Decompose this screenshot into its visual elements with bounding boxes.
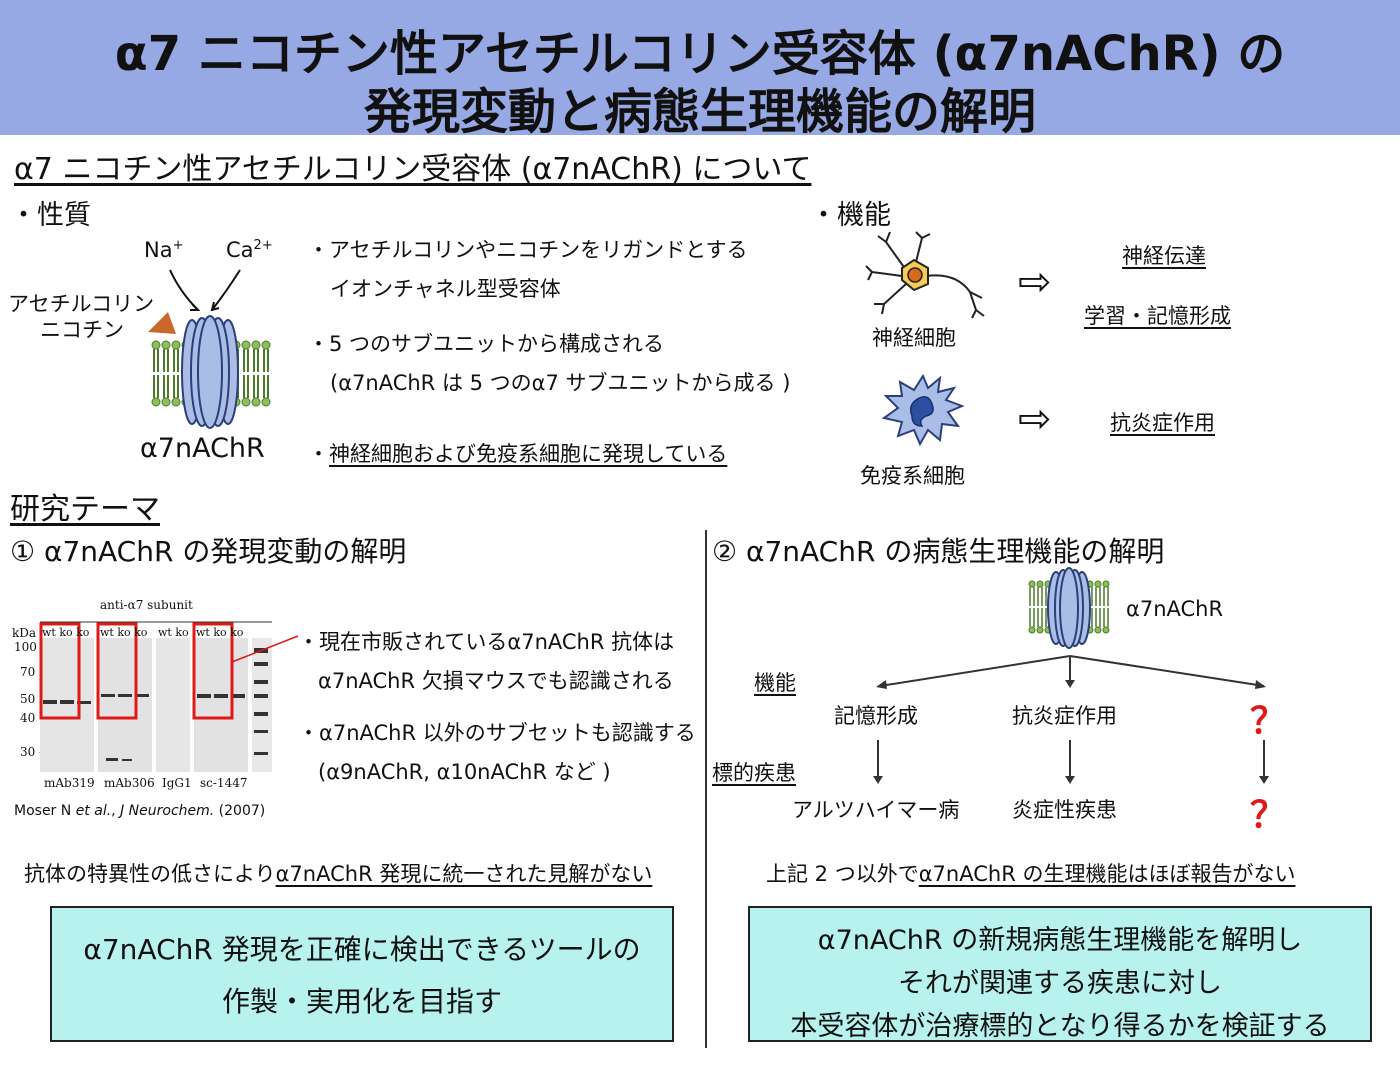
theme2-goal-line-2: それが関連する疾患に対し bbox=[898, 968, 1222, 999]
property-bullet-1-line-1: ・アセチルコリンやニコチンをリガンドとする bbox=[308, 238, 748, 262]
blot-antibody-sc1447: sc-1447 bbox=[200, 776, 248, 790]
ligand-acetylcholine-label: アセチルコリン bbox=[8, 292, 155, 316]
theme1-bullet-2-line-2: (α9nAChR, α10nAChR など ) bbox=[318, 760, 611, 784]
blot-marker-30: 30 - bbox=[20, 745, 44, 759]
theme1-bullet-2-line-1: ・α7nAChR 以外のサブセットも認識する bbox=[298, 721, 696, 745]
immune-cell-icon bbox=[881, 373, 965, 447]
title-line-2: 発現変動と病態生理機能の解明 bbox=[363, 84, 1036, 140]
neuron-label: 神経細胞 bbox=[872, 326, 956, 350]
theme2-function-anti-inflammatory: 抗炎症作用 bbox=[1012, 704, 1117, 728]
theme1-goal-line-1: α7nAChR 発現を正確に検出できるツールの bbox=[83, 933, 641, 966]
function-label: ・機能 bbox=[810, 200, 891, 231]
neuron-icon bbox=[865, 231, 985, 319]
receptor-membrane-diagram bbox=[148, 269, 271, 429]
theme2-disease-row-label: 標的疾患 bbox=[712, 761, 796, 785]
theme2-function-memory: 記憶形成 bbox=[834, 704, 918, 728]
title-banner: α7 ニコチン性アセチルコリン受容体 (α7nAChR) の 発現変動と病態生理… bbox=[0, 0, 1400, 140]
theme2-title: ② α7nAChR の病態生理機能の解明 bbox=[712, 535, 1165, 568]
theme1-bullet-1-line-1: ・現在市販されているα7nAChR 抗体は bbox=[298, 630, 675, 654]
about-heading: α7 ニコチン性アセチルコリン受容体 (α7nAChR) について bbox=[14, 152, 812, 187]
column-divider bbox=[705, 530, 707, 1048]
blot-lane-labels-mab306: wt ko ko bbox=[100, 626, 148, 639]
blot-lane-labels-igg1: wt ko bbox=[158, 626, 189, 639]
theme2-function-row-label: 機能 bbox=[754, 671, 796, 695]
receptor-label: α7nAChR bbox=[140, 433, 265, 464]
theme1-goal-line-2: 作製・実用化を目指す bbox=[221, 985, 502, 1018]
theme2-function-unknown: ？ bbox=[1250, 701, 1287, 742]
theme2-goal-line-3: 本受容体が治療標的となり得るかを検証する bbox=[790, 1011, 1330, 1042]
blot-lane-labels-sc1447: wt ko ko bbox=[196, 626, 244, 639]
blot-antibody-mab319: mAb319 bbox=[44, 776, 95, 790]
property-bullet-3: ・神経細胞および免疫系細胞に発現している bbox=[308, 442, 728, 466]
western-blot-image bbox=[39, 621, 299, 772]
theme2-receptor-icon bbox=[1028, 567, 1110, 649]
ion-na-label: Na+ bbox=[144, 238, 184, 262]
theme1-bullet-1-line-2: α7nAChR 欠損マウスでも認識される bbox=[318, 669, 674, 693]
theme2-conclusion: 上記 2 つ以外でα7nAChR の生理機能はほぼ報告がない bbox=[766, 862, 1296, 886]
research-heading: 研究テーマ bbox=[10, 492, 160, 527]
ligand-nicotine-label: ニコチン bbox=[40, 318, 124, 342]
neuron-function-arrow-icon: ⇨ bbox=[1018, 259, 1052, 305]
blot-title: anti-α7 subunit bbox=[100, 598, 193, 612]
theme2-disease-inflammatory: 炎症性疾患 bbox=[1012, 798, 1117, 822]
title-line-1: α7 ニコチン性アセチルコリン受容体 (α7nAChR) の bbox=[114, 26, 1286, 82]
theme2-branch-arrows bbox=[873, 655, 1269, 784]
theme2-goal-box: α7nAChR の新規病態生理機能を解明し それが関連する疾患に対し 本受容体が… bbox=[748, 906, 1372, 1042]
blot-marker-70: 70 - bbox=[20, 665, 44, 679]
property-bullet-1-line-2: イオンチャネル型受容体 bbox=[330, 277, 561, 301]
ion-ca-label: Ca2+ bbox=[226, 238, 273, 262]
immune-function-anti-inflammatory: 抗炎症作用 bbox=[1110, 411, 1215, 435]
theme2-disease-unknown: ？ bbox=[1250, 795, 1287, 836]
theme1-title: ① α7nAChR の発現変動の解明 bbox=[10, 535, 407, 568]
theme1-goal-box: α7nAChR 発現を正確に検出できるツールの 作製・実用化を目指す bbox=[50, 906, 674, 1042]
immune-function-arrow-icon: ⇨ bbox=[1018, 396, 1052, 442]
property-bullet-2-line-2: (α7nAChR は 5 つのα7 サブユニットから成る ) bbox=[330, 371, 791, 395]
blot-lane-labels-mab319: wt ko ko bbox=[42, 626, 90, 639]
neuro-function-learning-memory: 学習・記憶形成 bbox=[1084, 304, 1231, 328]
blot-marker-40: 40 - bbox=[20, 711, 44, 725]
theme2-receptor-label: α7nAChR bbox=[1126, 597, 1224, 621]
properties-label: ・性質 bbox=[10, 200, 91, 231]
theme2-disease-alzheimer: アルツハイマー病 bbox=[792, 798, 960, 822]
immune-cell-label: 免疫系細胞 bbox=[860, 464, 965, 488]
theme1-conclusion: 抗体の特異性の低さによりα7nAChR 発現に統一された見解がない bbox=[24, 862, 653, 886]
blot-antibody-igg1: IgG1 bbox=[162, 776, 192, 790]
blot-kda-label: kDa bbox=[12, 626, 37, 640]
blot-antibody-mab306: mAb306 bbox=[104, 776, 155, 790]
neuro-function-neurotransmission: 神経伝達 bbox=[1122, 244, 1206, 268]
blot-marker-50: 50 - bbox=[20, 692, 44, 706]
property-bullet-2-line-1: ・5 つのサブユニットから構成される bbox=[308, 332, 665, 356]
blot-citation: Moser N et al., J Neurochem. (2007) bbox=[14, 803, 266, 819]
blot-marker-100: 100 - bbox=[14, 640, 45, 654]
theme2-goal-line-1: α7nAChR の新規病態生理機能を解明し bbox=[817, 925, 1303, 956]
